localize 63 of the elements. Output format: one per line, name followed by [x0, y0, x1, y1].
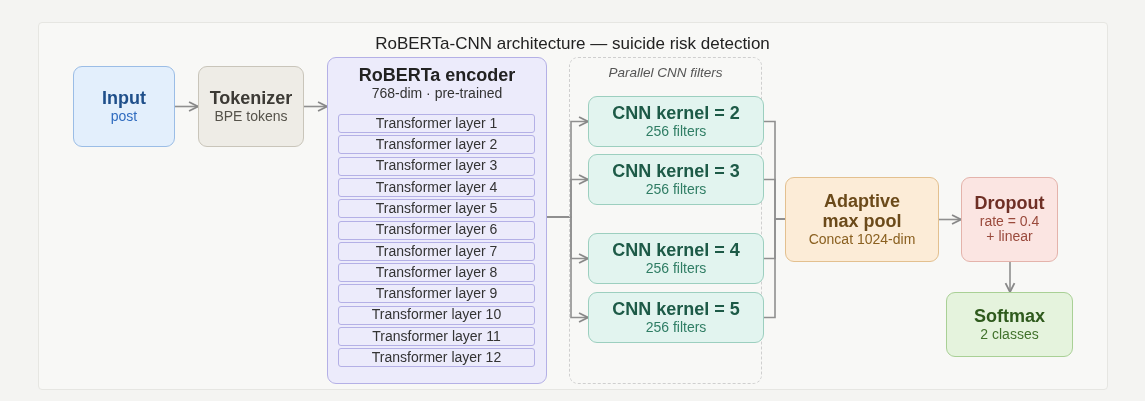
layer-box	[338, 241, 535, 261]
node-title: Input	[102, 88, 146, 109]
layer-label: Transformer layer 1	[375, 115, 498, 132]
arrow	[303, 101, 328, 112]
layer-label: Transformer layer 12	[371, 350, 502, 366]
node-title: Softmax	[974, 306, 1045, 327]
arrow	[938, 214, 962, 225]
process-box	[73, 66, 175, 147]
connector-line	[763, 218, 786, 319]
layer-label: Transformer layer 5	[375, 201, 498, 217]
layer-label: Transformer layer 9	[375, 286, 498, 302]
process-box	[198, 66, 304, 147]
arrow	[1004, 261, 1016, 293]
group-frame	[569, 57, 762, 384]
node-title: Adaptive max pool	[821, 192, 903, 232]
node-title: RoBERTa encoder	[358, 66, 516, 86]
node-title: CNN kernel = 3	[612, 161, 740, 182]
arrow	[174, 101, 199, 112]
layer-box	[338, 305, 535, 325]
layer-label: Transformer layer 3	[375, 158, 498, 174]
process-box	[588, 233, 764, 284]
node-subtitle: 256 filters	[645, 181, 707, 198]
layer-label: Transformer layer 11	[372, 328, 501, 345]
node-subtitle: 256 filters	[645, 123, 707, 140]
process-box	[946, 292, 1073, 357]
node-subtitle: 256 filters	[645, 319, 707, 336]
node-subtitle: rate = 0.4 + linear	[978, 214, 1041, 245]
layer-box	[338, 263, 535, 283]
node-subtitle: BPE tokens	[214, 108, 288, 125]
layer-box	[338, 284, 535, 304]
layer-box	[338, 348, 535, 368]
layer-box	[338, 135, 535, 155]
layer-label: Transformer layer 6	[375, 222, 498, 238]
layer-box	[338, 156, 535, 176]
process-box	[588, 292, 764, 343]
layer-label: Transformer layer 2	[375, 137, 498, 153]
layer-box	[338, 114, 535, 133]
process-box	[961, 177, 1058, 262]
process-box	[785, 177, 939, 262]
node-title: Tokenizer	[209, 88, 293, 109]
layer-label: Transformer layer 4	[375, 179, 498, 196]
node-subtitle: post	[110, 108, 138, 125]
node-title: Dropout	[974, 194, 1045, 214]
encoder-panel	[327, 57, 547, 384]
layer-box	[338, 220, 535, 240]
diagram-title: RoBERTa-CNN architecture — suicide risk detection	[374, 34, 771, 54]
node-subtitle: Concat 1024-dim	[808, 231, 916, 247]
layer-label: Transformer layer 8	[375, 264, 498, 281]
process-box	[588, 96, 764, 147]
layer-label: Transformer layer 10	[371, 307, 502, 323]
node-title: CNN kernel = 4	[612, 240, 740, 261]
node-subtitle: 2 classes	[980, 326, 1039, 343]
node-title: CNN kernel = 5	[612, 299, 740, 320]
arrow	[546, 216, 589, 323]
group-label: Parallel CNN filters	[608, 66, 723, 81]
layer-box	[338, 327, 535, 346]
layer-box	[338, 177, 535, 197]
node-title: CNN kernel = 2	[612, 103, 740, 124]
layer-label: Transformer layer 7	[375, 243, 498, 259]
node-subtitle: 256 filters	[645, 260, 707, 277]
node-subtitle: 768-dim · pre-trained	[371, 85, 503, 102]
process-box	[588, 154, 764, 205]
layer-box	[338, 199, 535, 219]
